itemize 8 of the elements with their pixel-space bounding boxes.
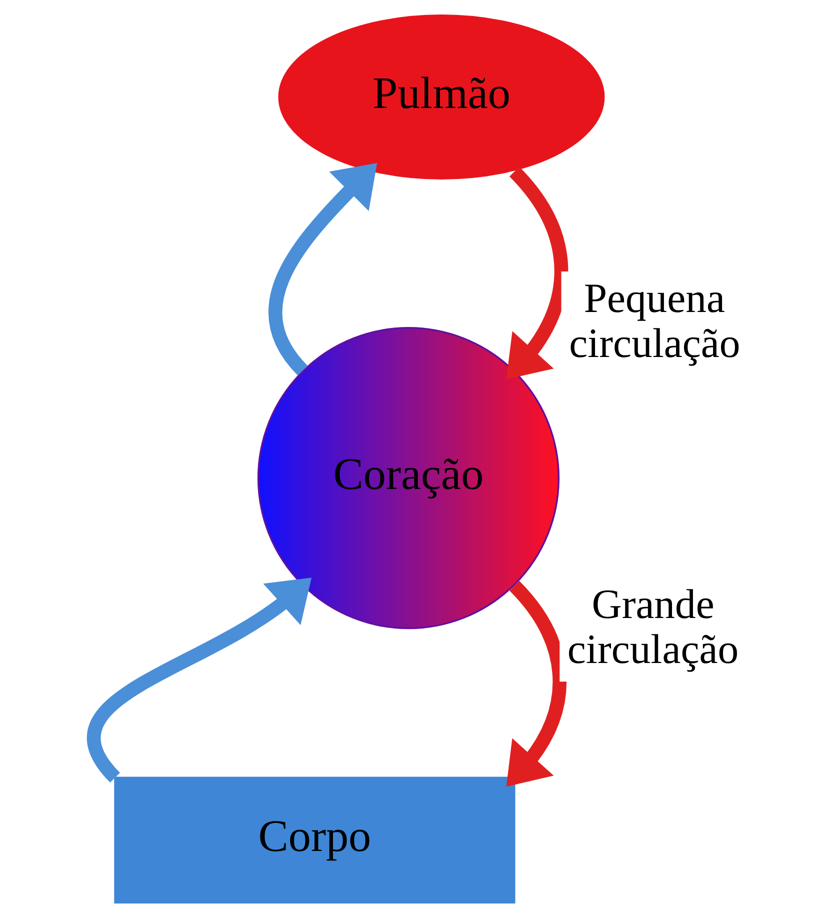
edge-label: Pequena circulação bbox=[568, 276, 740, 367]
edge-label: Grande circulação bbox=[566, 582, 738, 673]
arrow bbox=[506, 166, 568, 380]
arrow bbox=[506, 581, 566, 787]
node-ellipse: Pulmão bbox=[278, 14, 604, 180]
node-box: Corpo bbox=[114, 776, 515, 904]
node-circle: Coração bbox=[256, 327, 560, 630]
arrow bbox=[268, 163, 377, 375]
